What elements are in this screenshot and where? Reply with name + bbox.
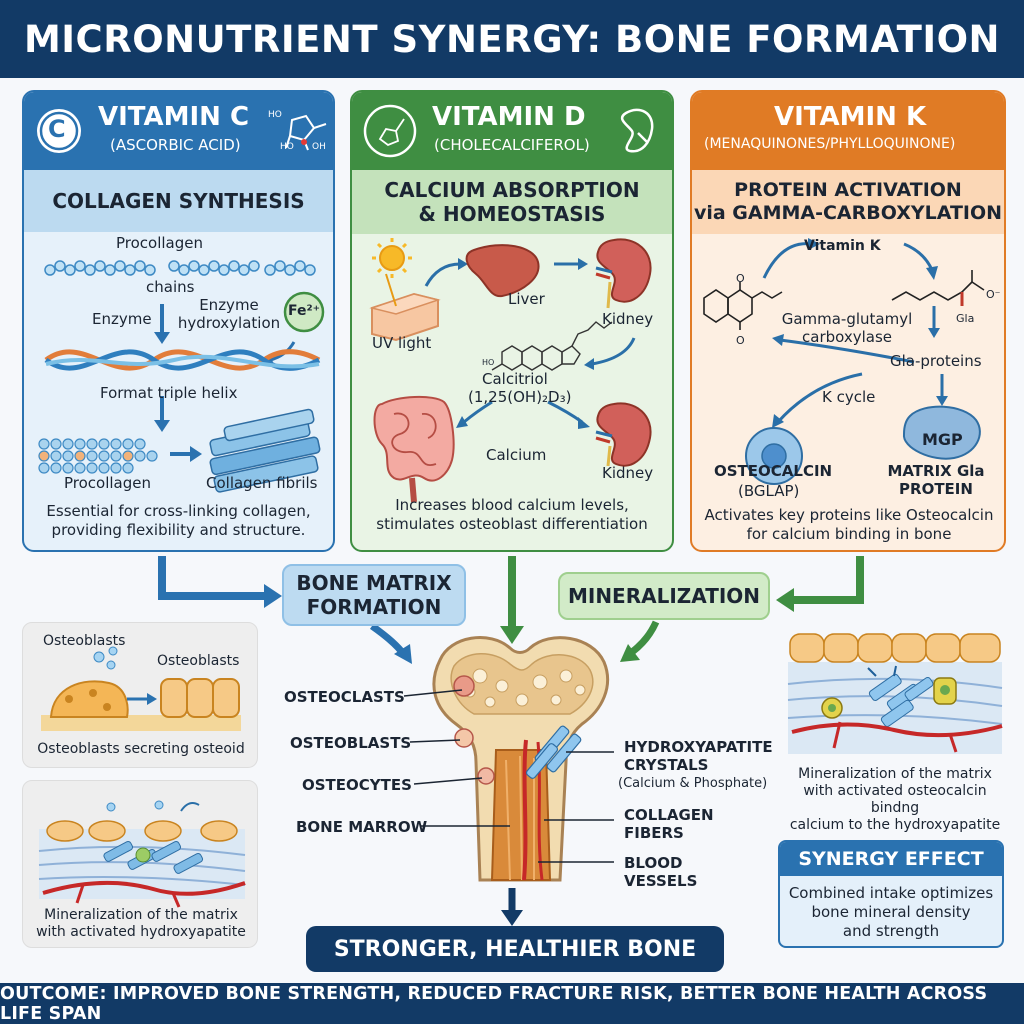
matrix-mineralization-art: [38, 800, 246, 908]
fe-ion-label: Fe²⁺: [288, 303, 321, 319]
vitamin-k-subtitle: (MENAQUINONES/PHYLLOQUINONE): [704, 136, 956, 152]
gla-label: Gla: [956, 312, 975, 325]
synergy-effect-box: SYNERGY EFFECT Combined intake optimizes…: [778, 840, 1004, 948]
bone-icon: [432, 636, 610, 882]
vitamin-k-panel: VITAMIN K (MENAQUINONES/PHYLLOQUINONE) P…: [690, 90, 1006, 552]
naphthoquinone-icon: [703, 282, 783, 330]
bone-matrix-formation-box: BONE MATRIX FORMATION: [282, 564, 466, 626]
vitamin-c-header: C VITAMIN C (ASCORBIC ACID) HO HO OH: [24, 92, 333, 170]
collagen-fibrils-label: Collagen fibrils: [206, 474, 318, 492]
osteocalcin-mineralization-art-box: [784, 628, 1006, 760]
mineralization-hydroxyapatite-box: Mineralization of the matrix with activa…: [22, 780, 258, 948]
vitamin-d-subtitle: (CHOLECALCIFEROL): [434, 136, 590, 154]
vitamin-k-cycle-art: [703, 238, 985, 485]
triple-helix-label: Format triple helix: [100, 384, 238, 402]
vitamin-d-panel: VITAMIN D (CHOLECALCIFEROL) CALCIUM ABSO…: [350, 90, 674, 552]
osteocalcin-label: OSTEOCALCIN: [714, 462, 833, 480]
procollagen-chains-art: [38, 260, 321, 493]
osteocalcin-caption: Mineralization of the matrix with activa…: [789, 766, 1001, 833]
calcium-phosphate-label: (Calcium & Phosphate): [618, 776, 768, 791]
procollagen-top-label: Procollagen: [116, 234, 204, 252]
k-cycle-label: K cycle: [822, 388, 876, 406]
chains-label: chains: [146, 278, 195, 296]
enzyme-label: Enzyme: [92, 310, 152, 328]
synergy-effect-text: Combined intake optimizes bone mineral d…: [788, 884, 994, 940]
vitamin-d-caption: Increases blood calcium levels, stimulat…: [376, 496, 648, 533]
calcitriol-label: Calcitriol: [482, 370, 548, 388]
bone-marrow-label: BONE MARROW: [296, 818, 428, 836]
ascorbic-acid-molecule-icon: [285, 114, 327, 151]
osteoblast-cells-art: [41, 646, 241, 731]
uv-light-label: UV light: [372, 334, 432, 352]
enzyme-hydroxylation-label: Enzyme hydroxylation: [177, 296, 281, 332]
protein-activation-heading: PROTEIN ACTIVATION via GAMMA-CARBOXYLATI…: [692, 170, 1004, 234]
synergy-effect-title: SYNERGY EFFECT: [780, 842, 1002, 876]
calcitriol-formula-label: (1,25(OH)₂D₃): [468, 388, 572, 406]
vitamin-k-header: VITAMIN K (MENAQUINONES/PHYLLOQUINONE): [692, 92, 1004, 170]
mineralization-box: MINERALIZATION: [558, 572, 770, 620]
osteoblasts-bone-label: OSTEOBLASTS: [290, 734, 412, 752]
formula-ho-1: HO: [268, 110, 282, 120]
vitamin-c-icon: [37, 109, 81, 153]
vitamin-d-header: VITAMIN D (CHOLECALCIFEROL): [352, 92, 672, 170]
calcium-label: Calcium: [486, 446, 547, 464]
vitamin-k-title: VITAMIN K: [774, 102, 927, 132]
sun-icon: [372, 238, 412, 278]
osteoclasts-label: OSTEOCLASTS: [284, 688, 405, 706]
mgp-label: MGP: [922, 430, 963, 449]
o-minus-label: O⁻: [986, 288, 1001, 301]
vitamin-k-caption: Activates key proteins like Osteocalcin …: [704, 506, 994, 543]
formula-ho-label: HO: [482, 358, 495, 367]
gamma-glutamyl-carboxylase-label: Gamma-glutamyl carboxylase: [781, 310, 913, 346]
o-bottom-label: O: [736, 334, 745, 347]
collagen-synthesis-heading: COLLAGEN SYNTHESIS: [24, 170, 333, 232]
fe-ion-icon: [283, 291, 325, 333]
hydroxyapatite-crystals-label: HYDROXYAPATITE CRYSTALS: [624, 738, 773, 774]
outcome-footer: OUTCOME: IMPROVED BONE STRENGTH, REDUCED…: [0, 983, 1024, 1024]
vitamin-c-caption: Essential for cross-linking collagen, pr…: [46, 502, 311, 539]
cholecalciferol-molecule-icon: [363, 104, 417, 158]
vitamin-d-title: VITAMIN D: [432, 102, 586, 132]
formula-ho-2: HO: [280, 142, 294, 152]
kidney-bottom-label: Kidney: [602, 464, 654, 482]
o-top-label: O: [736, 272, 745, 285]
osteocalcin-binding-art: [787, 633, 1003, 754]
vitamin-k-cycle-label: Vitamin K: [804, 238, 881, 254]
vitamin-d-pathway-art: [369, 238, 652, 503]
vitamin-c-panel: C VITAMIN C (ASCORBIC ACID) HO HO OH COL…: [22, 90, 335, 552]
page-title: MICRONUTRIENT SYNERGY: BONE FORMATION: [0, 0, 1024, 78]
kidney-icon: [620, 108, 654, 153]
vitamin-c-subtitle: (ASCORBIC ACID): [110, 136, 241, 154]
procollagen-bottom-label: Procollagen: [64, 474, 152, 492]
osteocytes-label: OSTEOCYTES: [302, 776, 412, 794]
gla-proteins-label: Gla-proteins: [890, 352, 982, 370]
osteoblasts-caption: Osteoblasts secreting osteoid: [37, 741, 245, 757]
bglap-label: (BGLAP): [738, 482, 800, 500]
hydroxyapatite-caption: Mineralization of the matrix with activa…: [36, 907, 246, 940]
vitamin-c-icon-letter: C: [48, 115, 66, 143]
osteoblasts-label-a: Osteoblasts: [43, 633, 126, 649]
kidney-top-label: Kidney: [602, 310, 654, 328]
collagen-fibers-label: COLLAGEN FIBERS: [624, 806, 714, 842]
osteoblasts-label-b: Osteoblasts: [157, 653, 240, 669]
calcium-absorption-heading: CALCIUM ABSORPTION & HOMEOSTASIS: [352, 170, 672, 234]
blood-vessels-label: BLOOD VESSELS: [624, 854, 698, 890]
matrix-gla-protein-label: MATRIX Gla PROTEIN: [887, 462, 985, 498]
formula-oh: OH: [312, 142, 326, 152]
stronger-healthier-bone-banner: STRONGER, HEALTHIER BONE: [306, 926, 724, 972]
liver-label: Liver: [508, 290, 545, 308]
vitamin-c-title: VITAMIN C: [98, 102, 250, 132]
osteoblasts-secreting-box: Osteoblasts Osteoblasts Osteoblasts secr…: [22, 622, 258, 768]
